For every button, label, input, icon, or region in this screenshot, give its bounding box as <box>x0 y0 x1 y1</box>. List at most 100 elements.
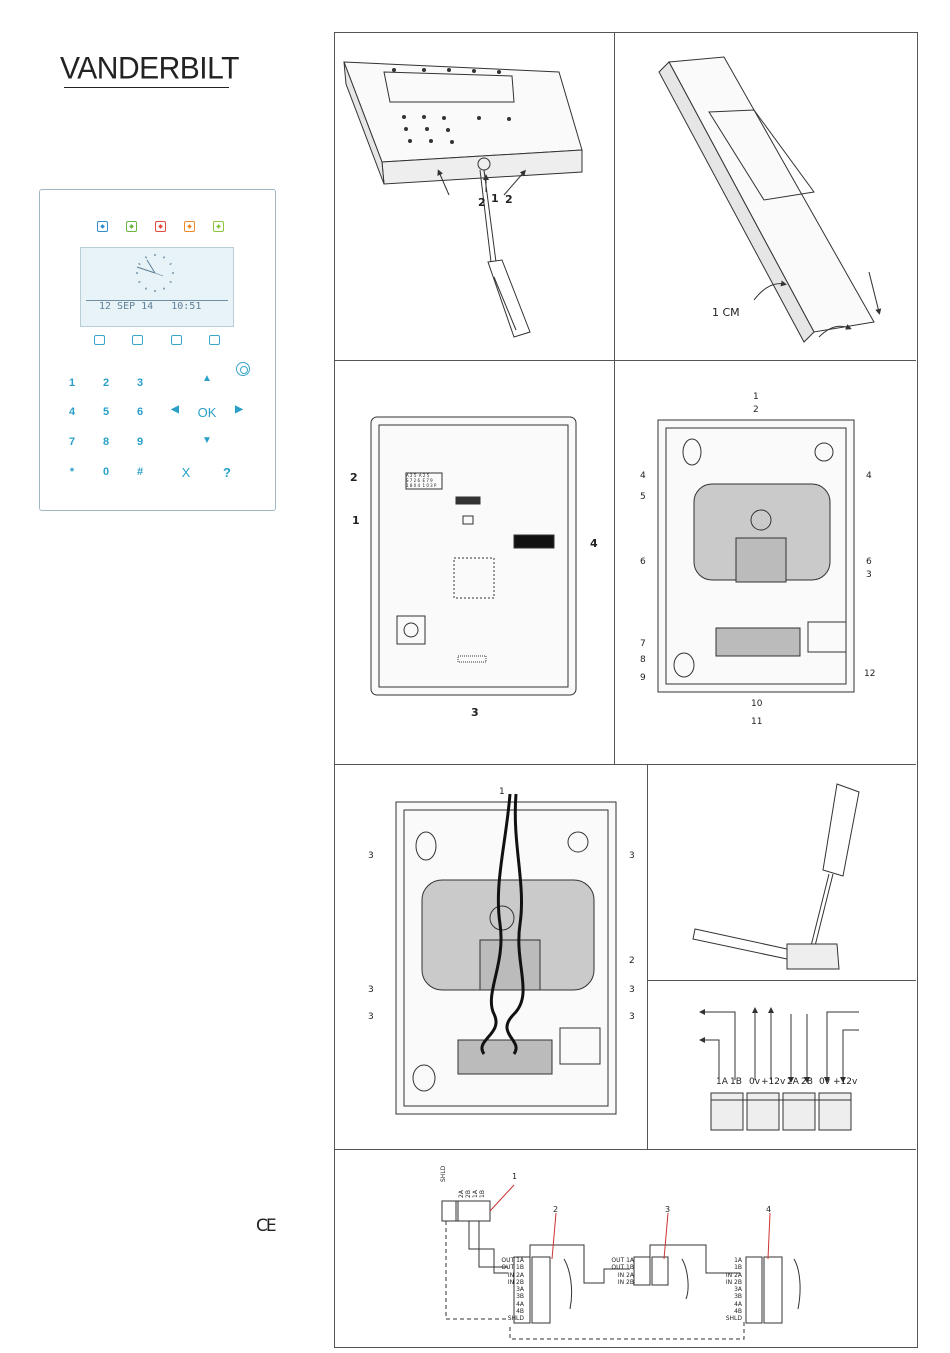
key-0[interactable]: 0 <box>102 466 110 478</box>
divider-v2 <box>647 764 648 1149</box>
p1-label-2b: 2 <box>505 193 513 206</box>
arrow-right-icon[interactable]: ▶ <box>235 404 243 415</box>
p3-label-3: 3 <box>471 706 479 719</box>
status-led-3: ◆ <box>155 221 166 232</box>
clock-icon <box>136 254 174 292</box>
p4-label-1: 1 <box>753 392 759 402</box>
p4-label-11: 11 <box>751 717 763 727</box>
panel-terminal-screw <box>692 783 860 970</box>
divider-h1 <box>334 360 916 361</box>
p8-label-4: 4 <box>766 1205 772 1214</box>
p4-label-8: 8 <box>640 655 646 665</box>
panel-slide-housing <box>658 56 882 343</box>
key-7[interactable]: 7 <box>68 436 76 448</box>
p3-label-1: 1 <box>352 514 360 527</box>
key-1[interactable]: 1 <box>68 377 76 389</box>
ce-mark: CE <box>256 1216 277 1236</box>
p5-label-3a: 3 <box>368 851 374 861</box>
hdr-2b: 2B <box>465 1190 472 1198</box>
key-hash[interactable]: # <box>136 466 144 478</box>
function-key-2[interactable] <box>132 335 143 345</box>
p8-label-1: 1 <box>512 1172 518 1181</box>
divider-h2 <box>334 764 916 765</box>
p4-label-5: 5 <box>640 492 646 502</box>
p1-label-2a: 2 <box>478 196 486 209</box>
panel-terminal-block <box>699 1007 859 1131</box>
p2-label-1cm: 1 CM <box>712 306 740 319</box>
panel-cable-route <box>395 793 617 1115</box>
hdr-1a: 1A <box>472 1190 479 1198</box>
key-3[interactable]: 3 <box>136 377 144 389</box>
hdr-1b: 1B <box>479 1190 486 1198</box>
chip-text-3: 1 8 0 4 1 0 3 P <box>406 483 437 488</box>
divider-h4 <box>334 1149 916 1150</box>
arrow-left-icon[interactable]: ◀ <box>171 404 179 415</box>
function-key-1[interactable] <box>94 335 105 345</box>
figure-grid <box>334 32 918 1348</box>
chip-text-2: S 7 2 6 E 7 9 <box>406 478 433 483</box>
p5-label-3e: 3 <box>368 1012 374 1022</box>
chip-text-1: A 2 5 A 2 5 <box>406 473 430 478</box>
p4-label-3: 3 <box>866 570 872 580</box>
key-5[interactable]: 5 <box>102 406 110 418</box>
p4-label-2: 2 <box>753 405 759 415</box>
arrow-up-icon[interactable]: ▲ <box>202 373 212 384</box>
p4-label-6b: 6 <box>866 557 872 567</box>
p4-label-10: 10 <box>751 699 763 709</box>
p8-label-3: 3 <box>665 1205 671 1214</box>
p4-label-6a: 6 <box>640 557 646 567</box>
term-1B: 1B <box>730 1077 742 1087</box>
status-led-4: ◆ <box>184 221 195 232</box>
term-2A: 2A <box>787 1077 799 1087</box>
term-2B: 2B <box>801 1077 813 1087</box>
hdr-2a: 2A <box>458 1190 465 1198</box>
key-star[interactable]: * <box>69 466 75 478</box>
p3-label-4: 4 <box>590 537 598 550</box>
panel-open-housing <box>343 61 583 338</box>
function-key-3[interactable] <box>171 335 182 345</box>
p5-label-3b: 3 <box>629 851 635 861</box>
key-8[interactable]: 8 <box>102 436 110 448</box>
term-12v-a: +12v <box>761 1077 786 1087</box>
ok-key[interactable]: OK <box>197 405 217 420</box>
keypad-illustration: ◆ ◆ ◆ ◆ ◆ 12 SEP 14 10:51 <box>39 189 276 511</box>
panel-wiring <box>441 1184 801 1340</box>
p4-label-4b: 4 <box>866 471 872 481</box>
p5-label-3c: 3 <box>368 985 374 995</box>
status-led-5: ◆ <box>213 221 224 232</box>
key-6[interactable]: 6 <box>136 406 144 418</box>
status-led-1: ◆ <box>97 221 108 232</box>
p4-label-12: 12 <box>864 669 876 679</box>
hdr-shld: SHLD <box>440 1165 447 1182</box>
term-0v-a: 0v <box>749 1077 761 1087</box>
term-1A: 1A <box>716 1077 728 1087</box>
panel-backplate <box>657 419 855 693</box>
key-9[interactable]: 9 <box>136 436 144 448</box>
lcd-separator <box>86 300 228 301</box>
panel-pcb <box>370 416 577 696</box>
lcd-display: 12 SEP 14 10:51 <box>80 247 234 327</box>
term-0v-b: 0v <box>819 1077 831 1087</box>
p5-label-3f: 3 <box>629 1012 635 1022</box>
function-key-4[interactable] <box>209 335 220 345</box>
divider-v1 <box>614 32 615 764</box>
p8-label-2: 2 <box>553 1205 559 1214</box>
p4-label-7: 7 <box>640 639 646 649</box>
key-2[interactable]: 2 <box>102 377 110 389</box>
p5-label-1: 1 <box>499 787 505 797</box>
key-4[interactable]: 4 <box>68 406 76 418</box>
proximity-tag-icon <box>236 362 250 376</box>
help-key[interactable]: ? <box>223 465 231 480</box>
status-led-2: ◆ <box>126 221 137 232</box>
x-key[interactable]: X <box>181 465 191 480</box>
p5-label-3d: 3 <box>629 985 635 995</box>
p5-label-2: 2 <box>629 956 635 966</box>
divider-h3 <box>647 980 916 981</box>
brand-logo: VANDERBILT <box>60 51 239 86</box>
arrow-down-icon[interactable]: ▼ <box>202 435 212 446</box>
term-12v-b: +12v <box>833 1077 858 1087</box>
logo-underline <box>64 87 229 88</box>
